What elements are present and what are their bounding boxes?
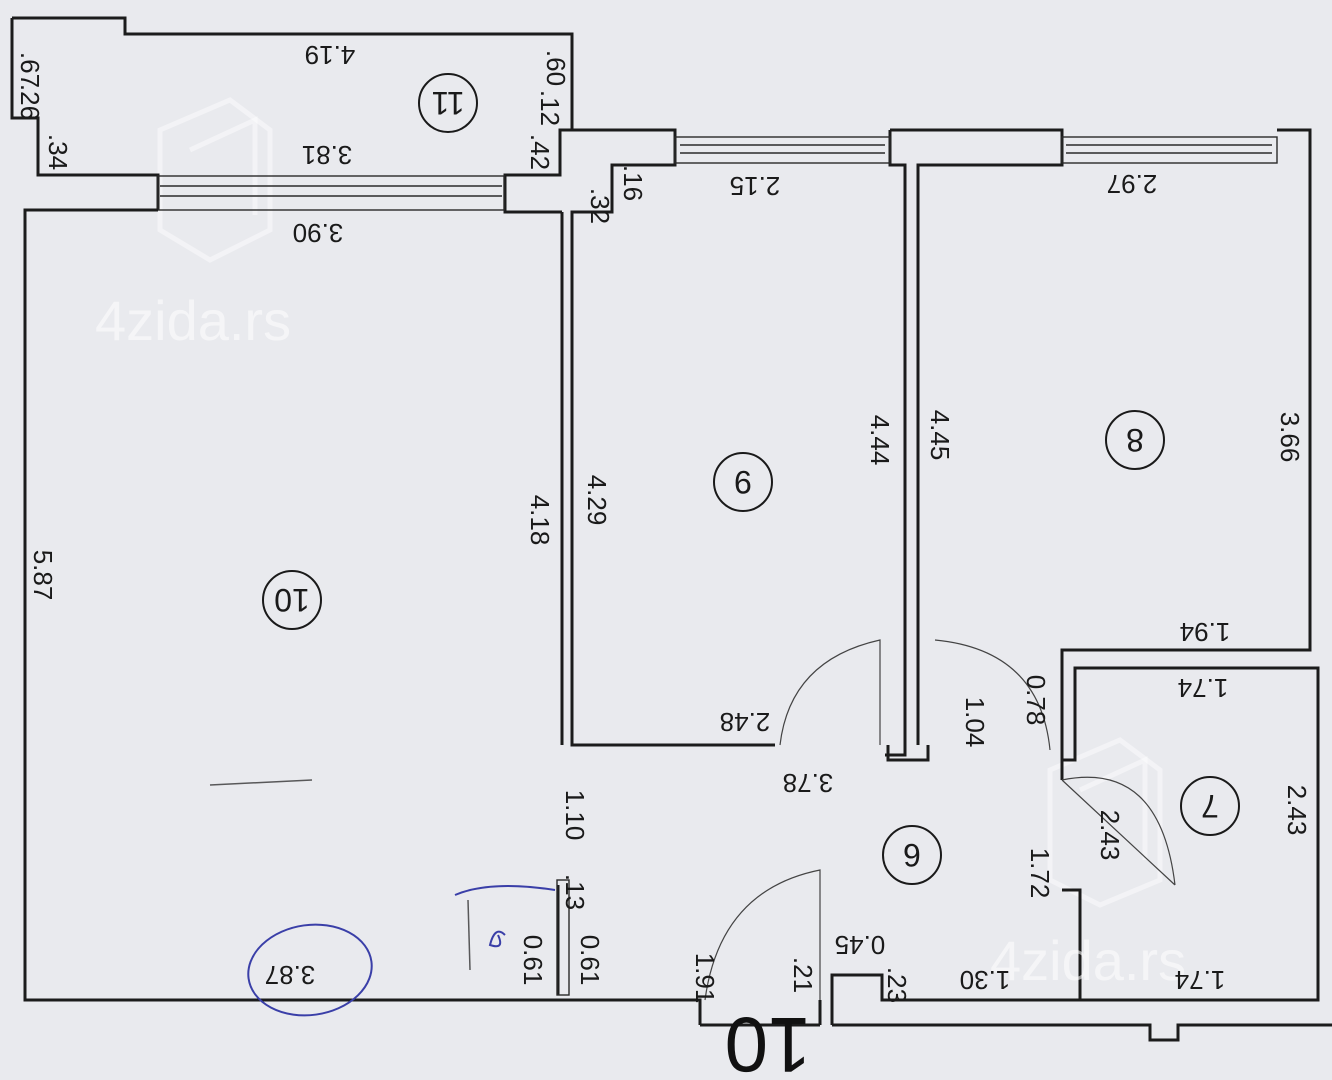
- dim-label: 1.72: [1025, 848, 1055, 899]
- svg-text:8: 8: [1126, 422, 1144, 458]
- dim-label: 1.74: [1178, 673, 1229, 703]
- dim-label: 3.87: [265, 960, 316, 990]
- room-8-label: 8: [1105, 410, 1165, 470]
- dim-label: 3.90: [293, 218, 344, 248]
- svg-text:10: 10: [274, 582, 310, 618]
- dim-label: .67: [15, 52, 45, 88]
- walls: [10, 16, 1332, 1042]
- dim-label: .21: [788, 957, 818, 993]
- room-11-label: 11: [418, 73, 478, 133]
- svg-text:7: 7: [1201, 788, 1219, 824]
- dim-label: 1.74: [1175, 965, 1226, 995]
- room-7-label: 7: [1180, 776, 1240, 836]
- svg-text:9: 9: [734, 464, 752, 500]
- dim-label: 5.87: [28, 550, 58, 601]
- dim-label: 4.44: [865, 415, 895, 466]
- dim-label: .34: [43, 134, 73, 170]
- room-6-label: 6: [882, 825, 942, 885]
- dim-label: 4.19: [305, 40, 356, 70]
- dim-label: 1.30: [960, 965, 1011, 995]
- plan-number: 10: [725, 1001, 812, 1080]
- dim-label: 1.91: [690, 953, 720, 1004]
- room-10-label: 10: [262, 570, 322, 630]
- dim-label: 4.29: [582, 475, 612, 526]
- dim-label: 4.18: [525, 495, 555, 546]
- svg-text:11: 11: [431, 85, 464, 121]
- dim-label: 0.61: [518, 935, 548, 986]
- dim-label: 0.61: [575, 935, 605, 986]
- dim-label: .60: [541, 50, 571, 86]
- watermark-logo-icon: [157, 97, 1163, 908]
- dim-label: 2.15: [730, 171, 781, 201]
- svg-text:6: 6: [903, 837, 921, 873]
- dim-label: 1.10: [560, 790, 590, 841]
- dim-label: 2.48: [720, 707, 771, 737]
- dim-label: 0.45: [835, 930, 886, 960]
- dim-label: 1.94: [1180, 617, 1231, 647]
- door-swings: [704, 639, 1176, 1001]
- room-9-label: 9: [713, 452, 773, 512]
- dim-label: .16: [618, 165, 648, 201]
- dim-label: 2.97: [1107, 169, 1158, 199]
- watermark-text-1: 4zida.rs: [95, 289, 291, 352]
- dim-label: 1.04: [960, 697, 990, 748]
- dim-label: 0.78: [1021, 675, 1051, 726]
- dim-label: 2.43: [1282, 785, 1312, 836]
- dim-label: .26: [15, 84, 45, 120]
- dim-label: .23: [882, 967, 912, 1003]
- dim-label: 3.66: [1275, 412, 1305, 463]
- dim-label: .32: [585, 188, 615, 224]
- dim-label: .12: [535, 90, 565, 126]
- handwritten-marks: [209, 779, 556, 1017]
- dim-label: .42: [525, 134, 555, 170]
- dim-label: .13: [560, 874, 590, 910]
- dim-label: 3.78: [783, 768, 834, 798]
- dimension-labels: 4.19 .67 .26 .34 3.81 .60 .12 .42 3.90 .…: [15, 40, 1312, 1003]
- dim-label: 4.45: [925, 410, 955, 461]
- dim-label: 2.43: [1095, 810, 1125, 861]
- dim-label: 3.81: [302, 140, 353, 170]
- watermark-text-2: 4zida.rs: [990, 929, 1186, 992]
